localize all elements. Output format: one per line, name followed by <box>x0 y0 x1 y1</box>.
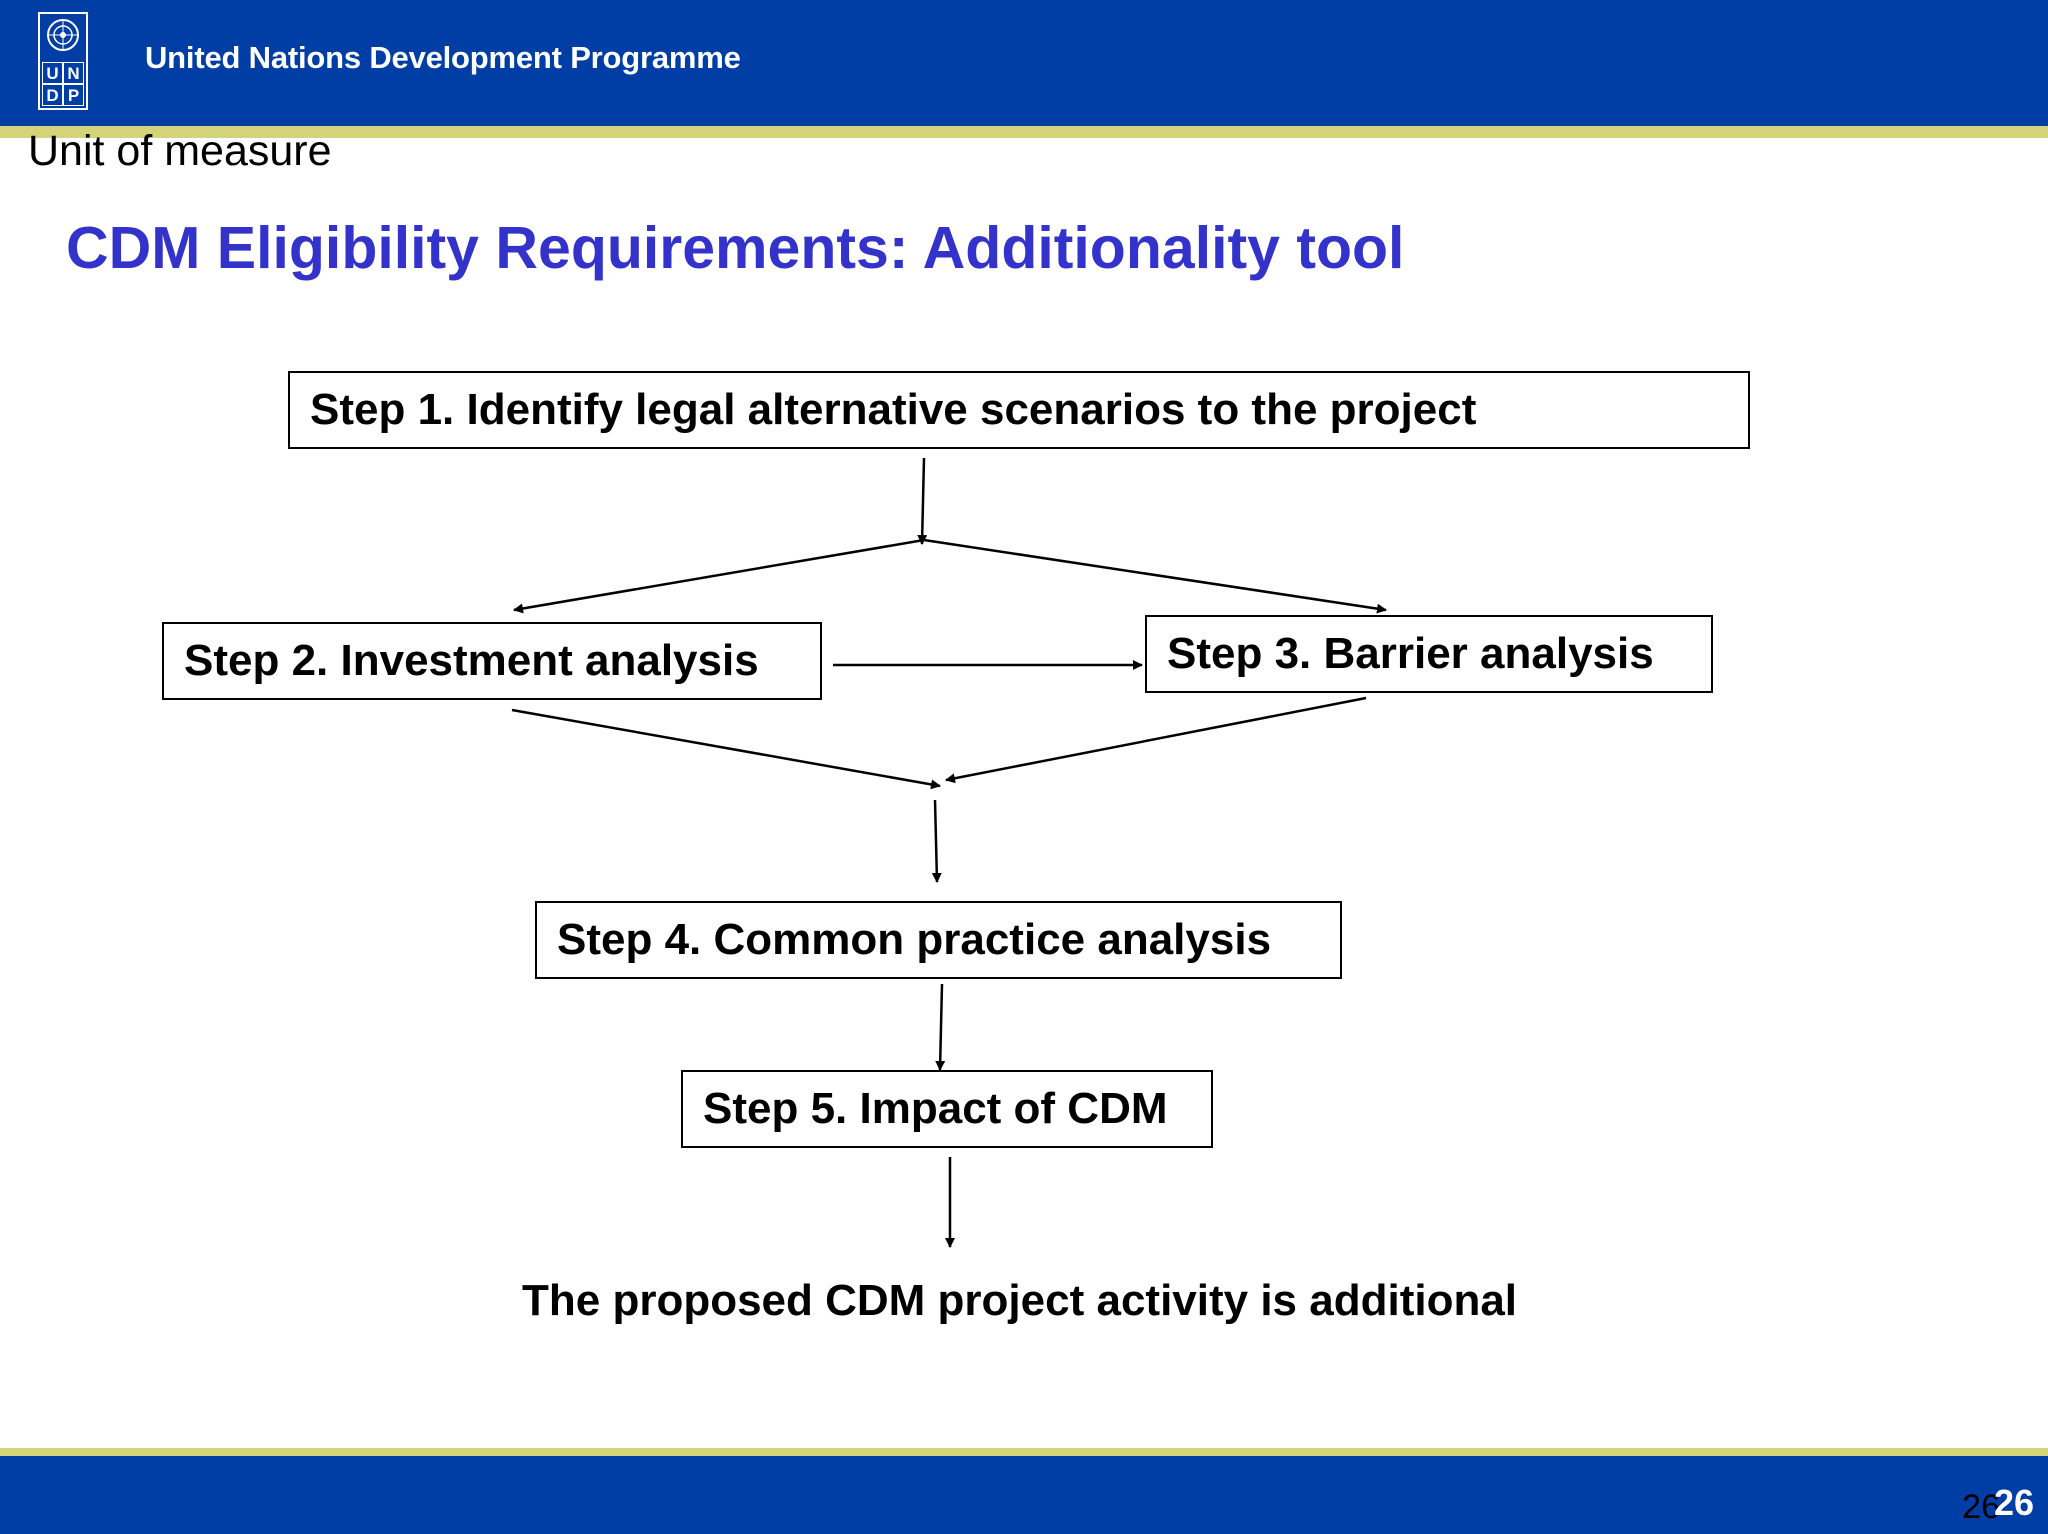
footer-bar <box>0 1456 2048 1534</box>
logo-letter: U <box>42 62 63 84</box>
logo-letter: P <box>63 84 84 106</box>
logo-letter: D <box>42 84 63 106</box>
step-5-box: Step 5. Impact of CDM <box>681 1070 1213 1148</box>
page-number: 26 <box>1962 1488 2000 1526</box>
undp-logo: U N D P <box>38 12 88 110</box>
step-2-box: Step 2. Investment analysis <box>162 622 822 700</box>
conclusion-text: The proposed CDM project activity is add… <box>522 1276 1518 1325</box>
header-stripe <box>0 126 2048 138</box>
page-number-overlay: 26 <box>1993 1482 2034 1523</box>
step-3-box: Step 3. Barrier analysis <box>1145 615 1713 693</box>
arrow-step2-merge <box>511 708 941 790</box>
un-emblem-icon <box>47 19 79 51</box>
arrow-step4-to-step5 <box>935 983 946 1071</box>
header-bar <box>0 0 2048 126</box>
arrow-split-left <box>513 538 925 614</box>
logo-letters: U N D P <box>42 62 84 106</box>
arrow-merge-to-step4 <box>931 799 942 883</box>
logo-letter: N <box>63 62 84 84</box>
step-4-box: Step 4. Common practice analysis <box>535 901 1342 979</box>
slide-title: CDM Eligibility Requirements: Additional… <box>66 215 1405 281</box>
arrow-split-right <box>923 538 1387 614</box>
footer-stripe <box>0 1448 2048 1456</box>
step-1-box: Step 1. Identify legal alternative scena… <box>288 371 1750 449</box>
unit-of-measure-label: Unit of measure <box>28 127 332 175</box>
arrow-step1-down <box>917 457 928 545</box>
arrow-step3-merge <box>945 696 1367 784</box>
org-name: United Nations Development Programme <box>145 40 741 75</box>
